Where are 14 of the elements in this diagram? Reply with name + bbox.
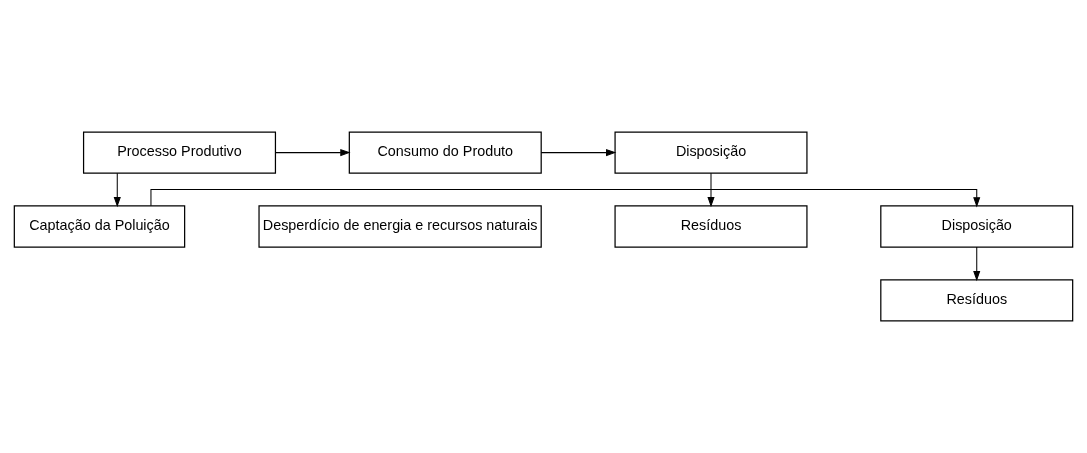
arrow [707, 172, 715, 208]
node-box: Desperdício de energia e recursos naturais [258, 205, 542, 248]
arrow [150, 189, 981, 208]
node-box: Resíduos [614, 205, 808, 248]
node-box: Resíduos [880, 279, 1074, 322]
arrow [540, 149, 617, 157]
arrow [973, 246, 981, 282]
node-box: Consumo do Produto [348, 131, 542, 174]
node-box: Processo Produtivo [82, 131, 277, 174]
arrow [274, 149, 351, 157]
node-box: Disposição [614, 131, 808, 174]
arrow [113, 172, 121, 208]
node-box: Disposição [880, 205, 1074, 248]
node-box: Captação da Poluição [13, 205, 186, 248]
